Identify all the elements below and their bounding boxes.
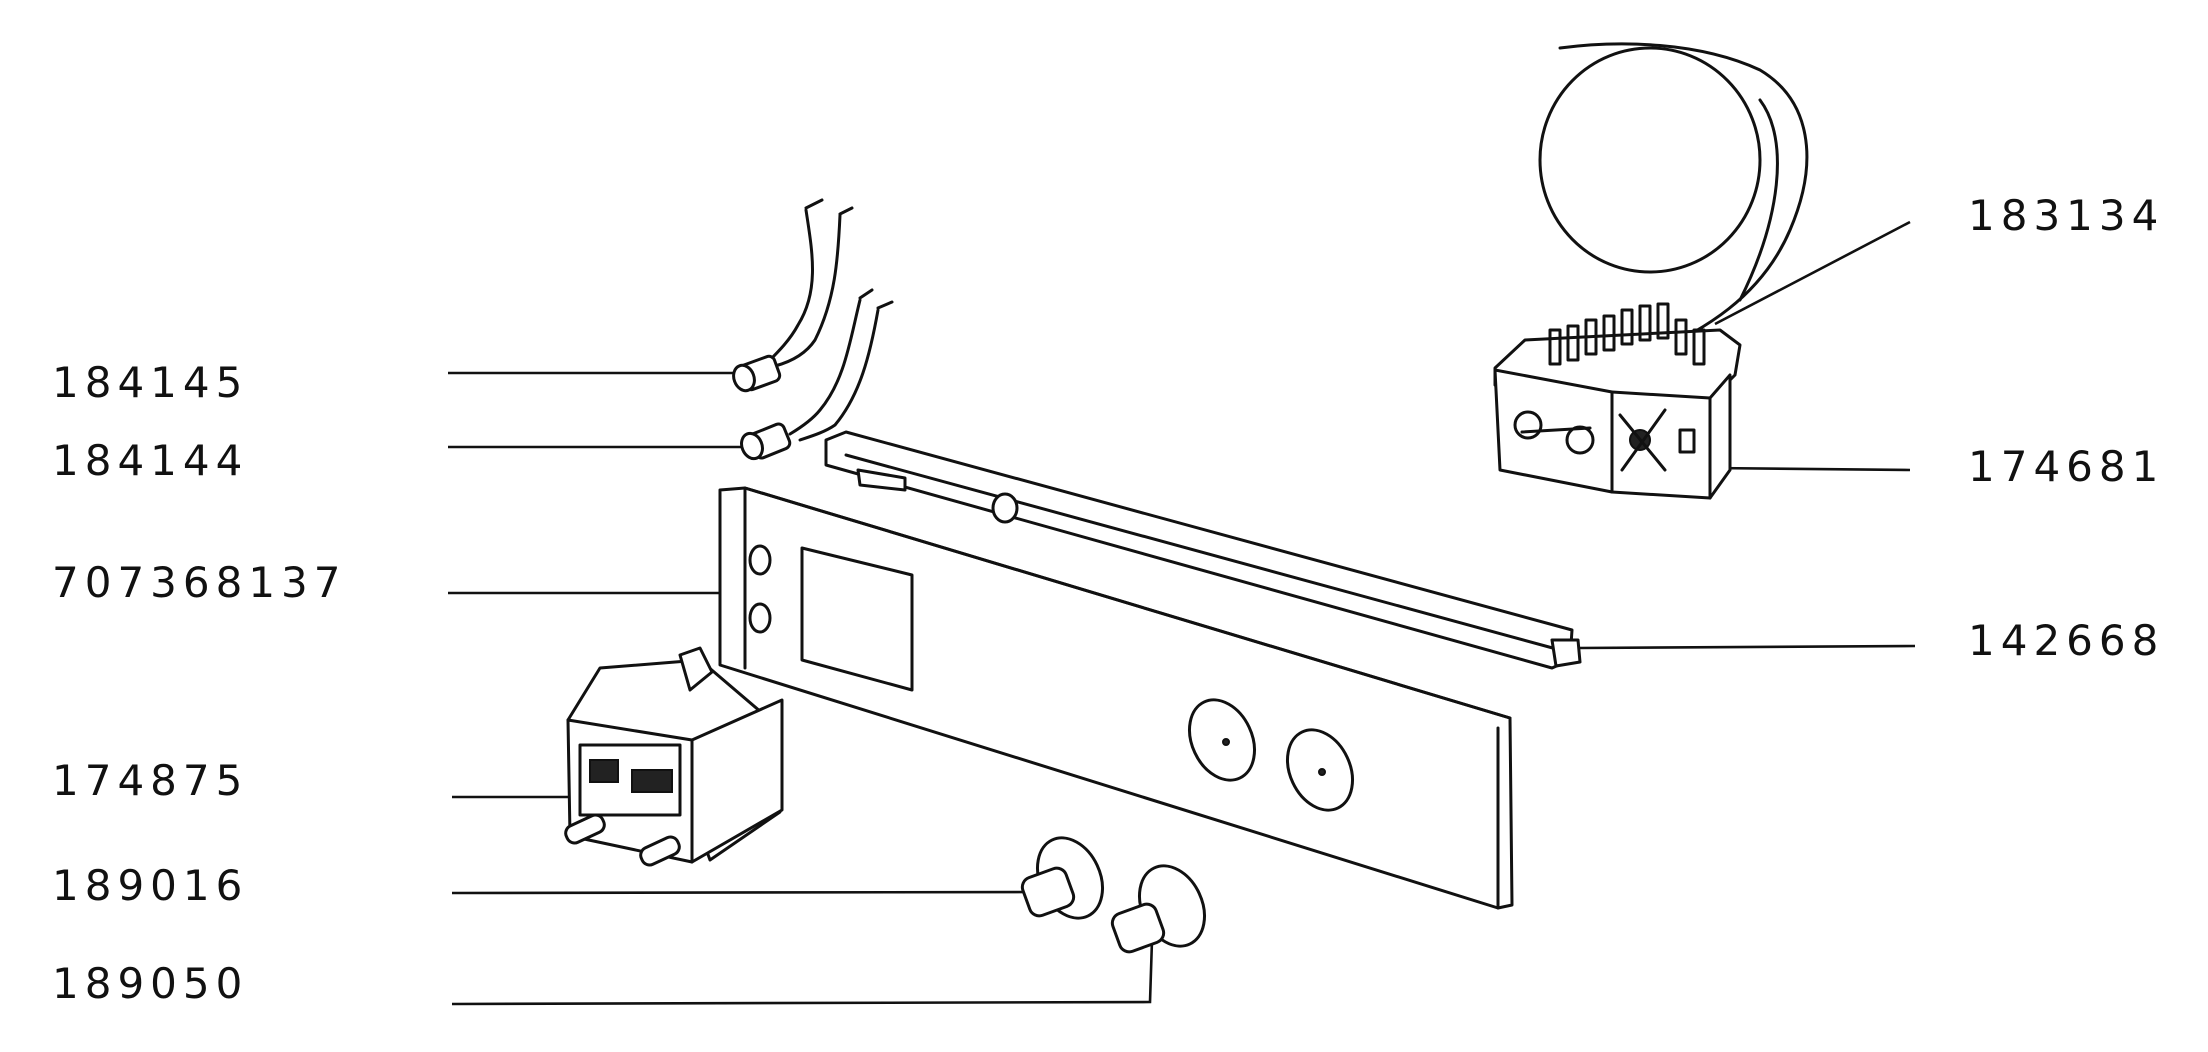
- part-label-142668: 142668: [1968, 616, 2165, 665]
- leader-189016: [451, 890, 1031, 895]
- leader-189050: [451, 939, 1154, 1006]
- leader-lines: [448, 220, 1916, 1006]
- leader-174681: [1709, 466, 1911, 472]
- thermostat-switch-icon: [1493, 42, 1809, 500]
- wire-harness-lamp-icon: [732, 198, 894, 461]
- digital-timer-icon: [564, 646, 784, 867]
- front-panel-icon: [718, 486, 1514, 910]
- control-knob-icon: [1020, 836, 1206, 954]
- part-label-707368137: 707368137: [52, 558, 347, 607]
- leader-142668: [1577, 644, 1916, 650]
- trim-strip-icon: [824, 430, 1582, 670]
- leader-183134: [1714, 220, 1911, 326]
- part-label-174681: 174681: [1968, 442, 2165, 491]
- part-label-189016: 189016: [52, 861, 249, 910]
- part-label-184144: 184144: [52, 436, 249, 485]
- part-label-189050: 189050: [52, 959, 249, 1008]
- part-label-183134: 183134: [1968, 191, 2165, 240]
- part-label-174875: 174875: [52, 756, 249, 805]
- part-label-184145: 184145: [52, 358, 249, 407]
